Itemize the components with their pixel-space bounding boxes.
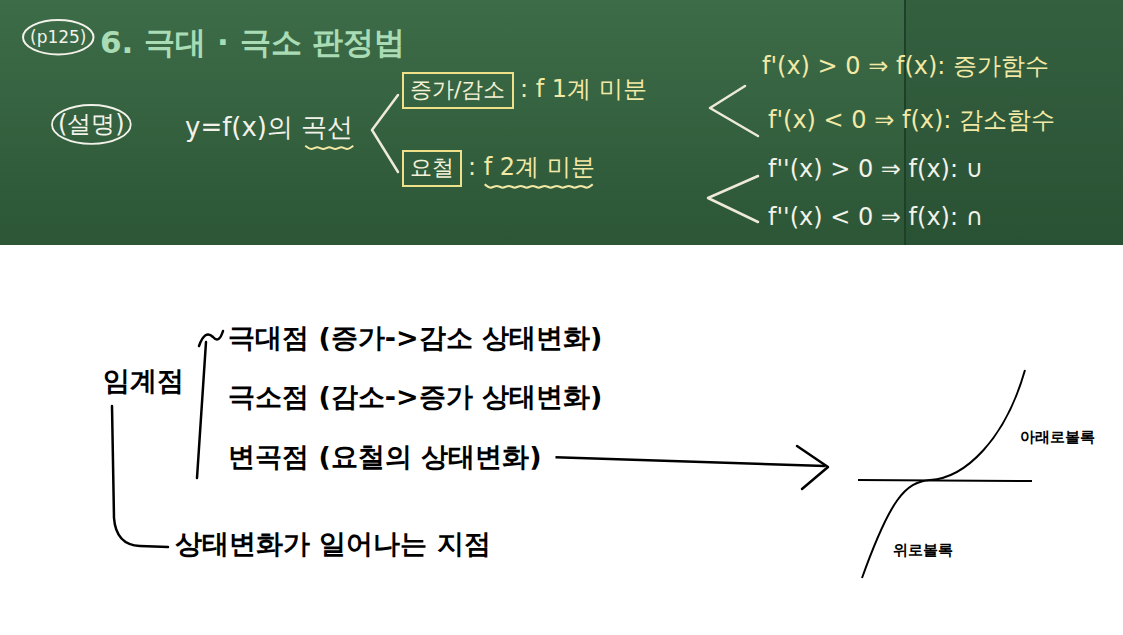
term-label: 임계점 [103,365,184,397]
critical-point-item: 극대점 (증가->감소 상태변화) [228,322,602,354]
chalk-formula: f'(x) < 0 ⇒ f(x): 감소함수 [768,106,1055,135]
chalk-note: y=f(x)의 곡선 [185,112,353,143]
curve-label: 아래로볼록 [1020,428,1095,446]
chalk-circle [52,105,131,144]
brace [197,342,206,478]
tangent-line [858,480,1032,481]
chalk-brace [708,176,758,222]
boxed-term: 요철 [402,150,462,187]
title: 6. 극대 · 극소 판정법 [100,24,405,61]
definition-label: 상태변화가 일어나는 지점 [175,528,491,560]
critical-point-item: 극소점 (감소->증가 상태변화) [228,381,602,413]
boxed-term: 증가/감소 [402,72,514,109]
chalk-note: : f 1계 미분 [520,75,647,104]
arrow-head [797,446,828,489]
chalk-note: : f 2계 미분 [468,153,595,182]
arrow-line [555,457,825,466]
wavy-underline [305,146,353,149]
page-ref: (p125) [30,27,87,47]
critical-point-item: 변곡점 (요철의 상태변화) [228,441,541,473]
chalk-note: (설명) [58,110,125,139]
leader-line [112,406,168,547]
chalk-brace [710,86,758,136]
chalk-formula: f''(x) < 0 ⇒ f(x): ∩ [768,203,983,232]
chalk-circle [23,20,94,54]
chalk-formula: f''(x) > 0 ⇒ f(x): ∪ [768,155,983,184]
chalk-formula: f'(x) > 0 ⇒ f(x): 증가함수 [762,52,1049,81]
curve-label: 위로볼록 [893,541,953,559]
curve [862,370,1025,578]
chalk-brace [372,95,398,172]
box-text: 요철 [410,155,454,181]
box-text: 증가/감소 [410,77,505,103]
brace [199,331,223,346]
chalkboard [0,0,1123,245]
wavy-underline [485,184,593,187]
